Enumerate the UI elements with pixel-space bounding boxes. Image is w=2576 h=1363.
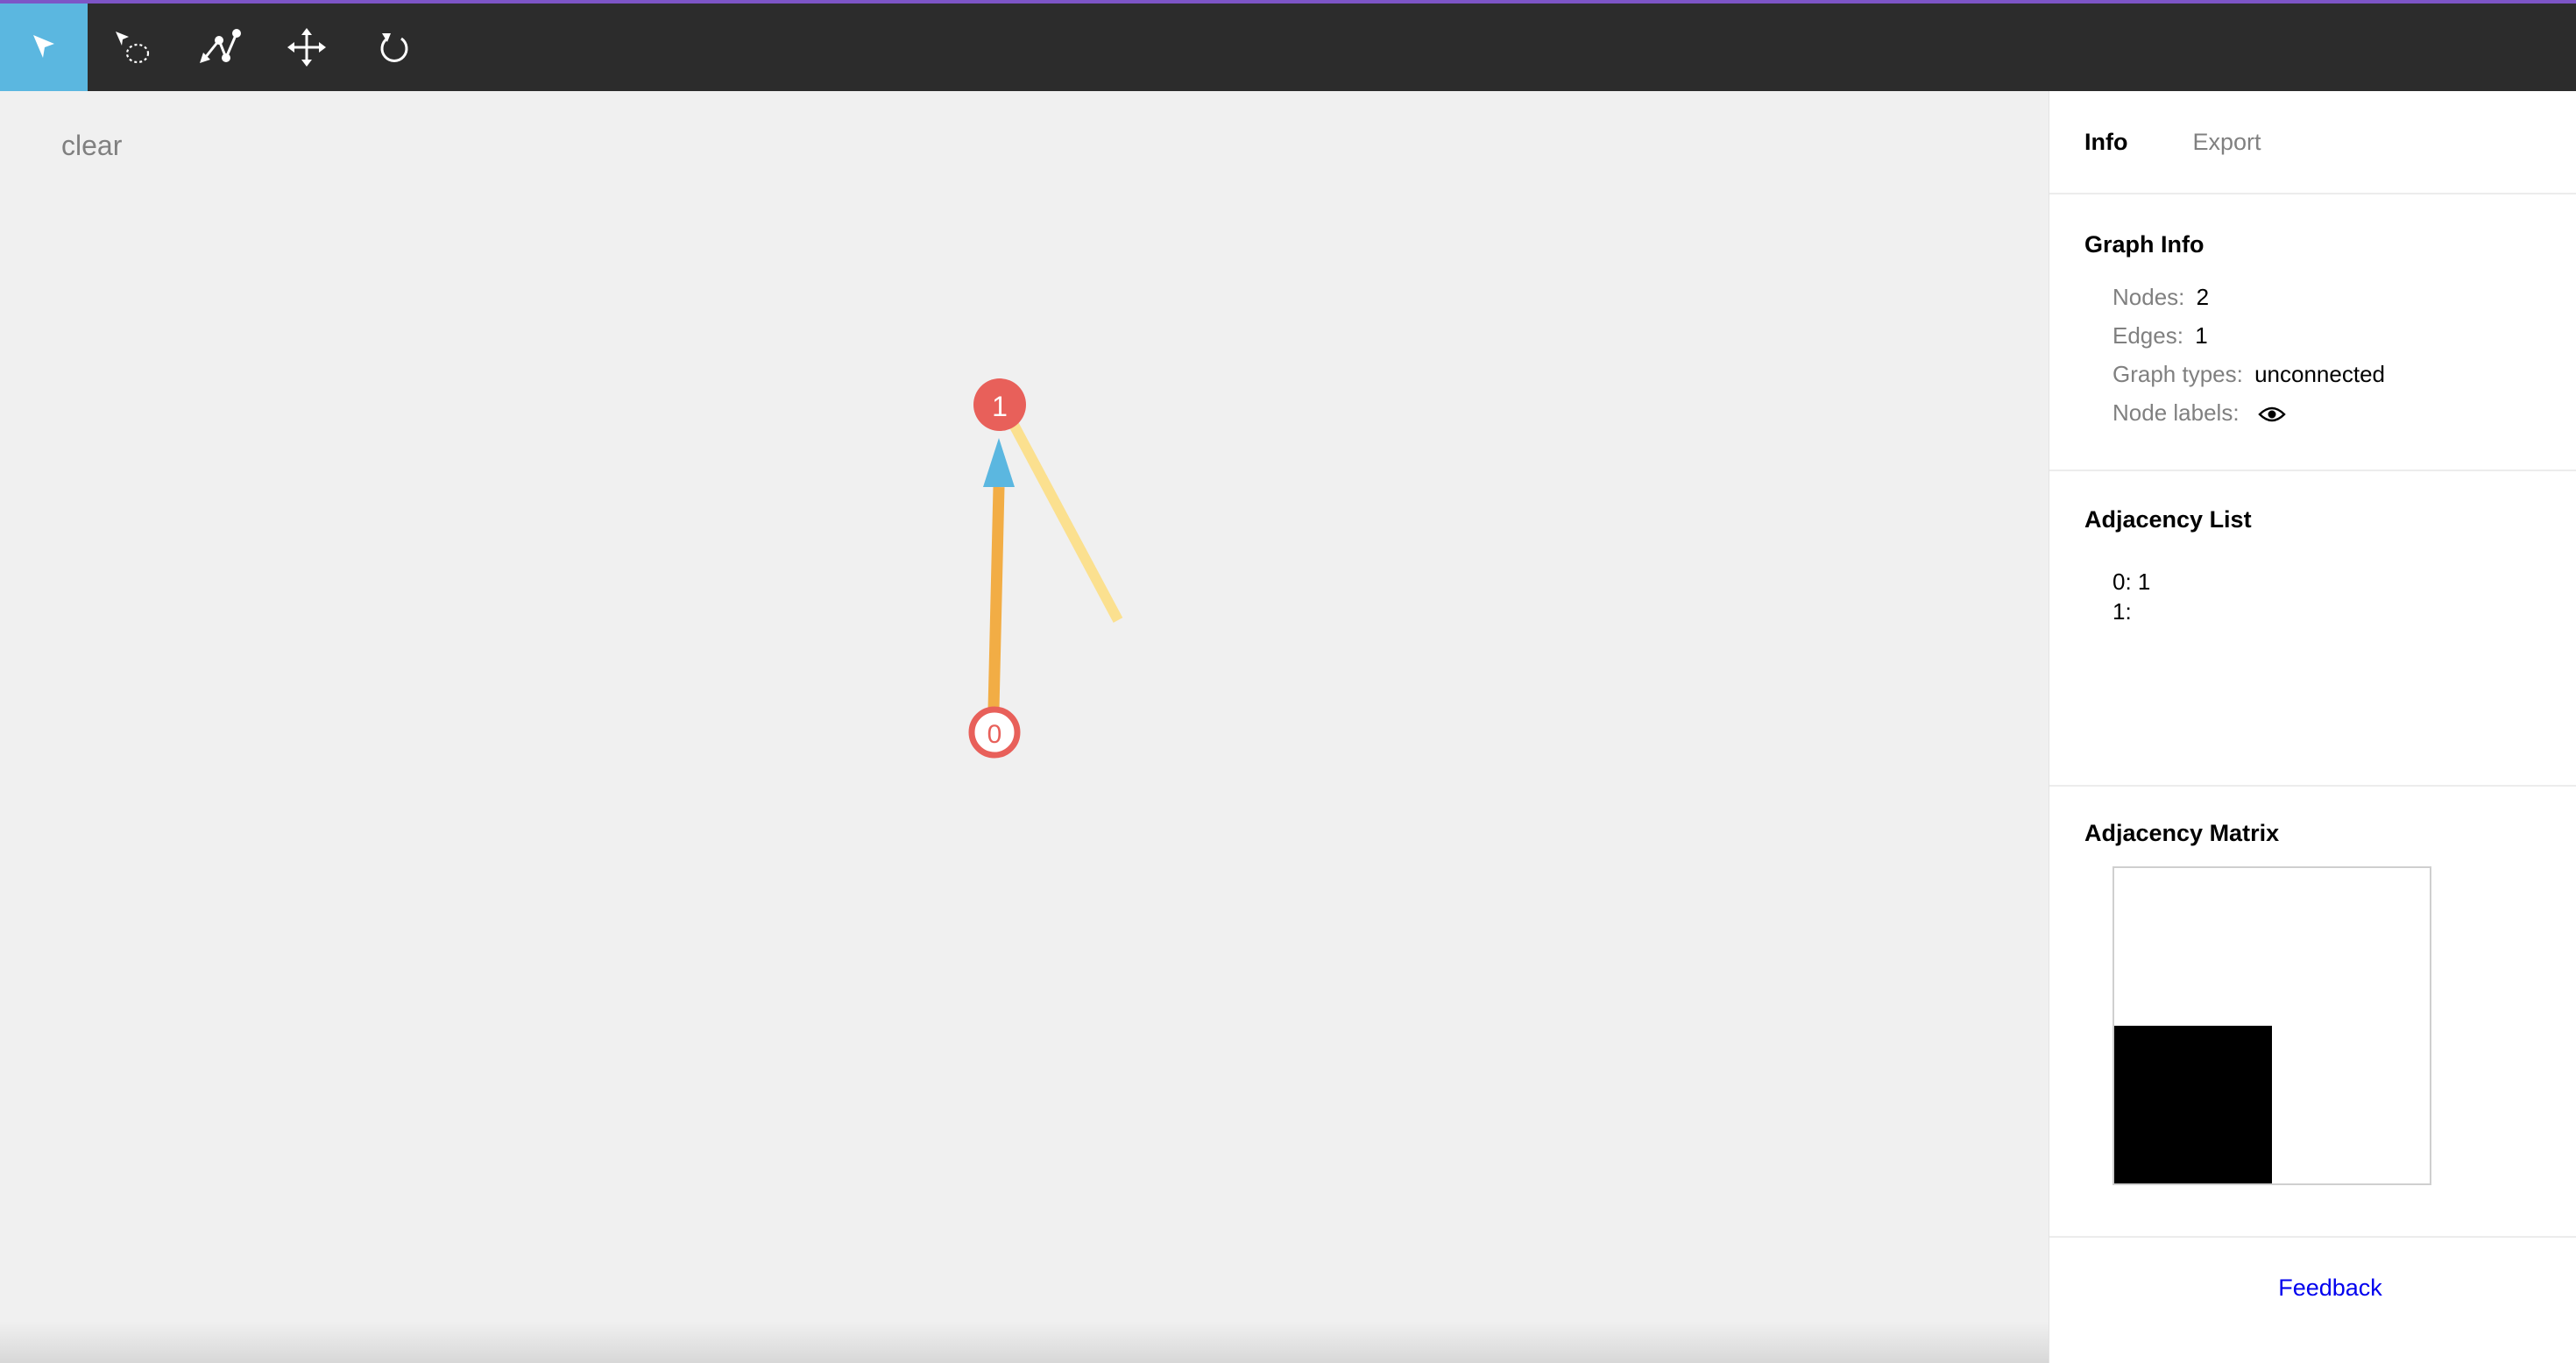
adjacency-matrix-title: Adjacency Matrix xyxy=(2084,820,2280,846)
matrix-cell xyxy=(2272,1026,2430,1183)
tab-export[interactable]: Export xyxy=(2192,128,2261,155)
edges-label: Edges: xyxy=(2112,322,2183,349)
adjacency-matrix xyxy=(2112,866,2431,1185)
pointer-arrow-icon xyxy=(33,35,54,58)
graph-types-label: Graph types: xyxy=(2112,361,2243,387)
clear-button[interactable]: clear xyxy=(61,130,123,161)
adjacency-matrix-section: Adjacency Matrix xyxy=(2049,787,2576,1238)
node-labels-row: Node labels: xyxy=(2112,393,2576,432)
graph-info-section: Graph Info Nodes: 2 Edges: 1 Graph types… xyxy=(2049,194,2576,471)
side-panel: Info Export Graph Info Nodes: 2 Edges: 1… xyxy=(2049,91,2576,1363)
graph-types-row: Graph types: unconnected xyxy=(2112,355,2576,393)
pending-edge-line xyxy=(1001,407,1123,623)
node-1-label: 1 xyxy=(992,391,1008,422)
graph-canvas[interactable]: clear 1 0 xyxy=(0,91,2049,1363)
move-arrows-icon xyxy=(287,28,326,67)
canvas-bottom-shadow xyxy=(0,1321,2049,1363)
adjacency-list-title: Adjacency List xyxy=(2084,506,2252,533)
lasso-select-icon xyxy=(116,32,150,64)
adjacency-list-row: 1: xyxy=(2112,598,2132,625)
edges-row: Edges: 1 xyxy=(2112,316,2576,355)
graph-types-value: unconnected xyxy=(2254,361,2385,387)
edges-value: 1 xyxy=(2195,322,2208,349)
eye-icon[interactable] xyxy=(2258,405,2286,424)
rotate-icon xyxy=(380,33,408,62)
top-accent-bar xyxy=(0,0,2576,4)
graph-info-title: Graph Info xyxy=(2084,231,2204,258)
edge-arrowhead xyxy=(983,438,1015,487)
nodes-value: 2 xyxy=(2196,284,2210,310)
graph-drawing[interactable]: 1 0 xyxy=(0,91,2049,1363)
reset-tool-button[interactable] xyxy=(350,4,438,91)
panel-tabs: Info Export xyxy=(2049,91,2576,194)
adjacency-list-row: 0: 1 xyxy=(2112,569,2151,595)
adjacency-list: 0: 1 1: xyxy=(2084,567,2576,626)
toolbar xyxy=(0,4,2576,91)
graph-nodes-icon xyxy=(200,29,241,63)
node-1[interactable]: 1 xyxy=(973,378,1026,431)
nodes-label: Nodes: xyxy=(2112,284,2185,310)
adjacency-list-section: Adjacency List 0: 1 1: xyxy=(2049,471,2576,787)
tab-info[interactable]: Info xyxy=(2084,128,2128,155)
edge-0-1[interactable] xyxy=(987,486,1005,710)
node-labels-label: Node labels: xyxy=(2112,399,2240,426)
lasso-tool-button[interactable] xyxy=(88,4,175,91)
node-0-label: 0 xyxy=(987,720,1002,749)
move-tool-button[interactable] xyxy=(263,4,350,91)
feedback-area: Feedback xyxy=(2049,1238,2576,1302)
matrix-cell xyxy=(2114,1026,2272,1183)
node-0[interactable]: 0 xyxy=(968,706,1021,759)
feedback-link[interactable]: Feedback xyxy=(2278,1275,2382,1301)
matrix-cell xyxy=(2114,868,2272,1026)
select-tool-button[interactable] xyxy=(0,4,88,91)
matrix-cell xyxy=(2272,868,2430,1026)
graph-tool-button[interactable] xyxy=(175,4,263,91)
nodes-row: Nodes: 2 xyxy=(2112,278,2576,316)
